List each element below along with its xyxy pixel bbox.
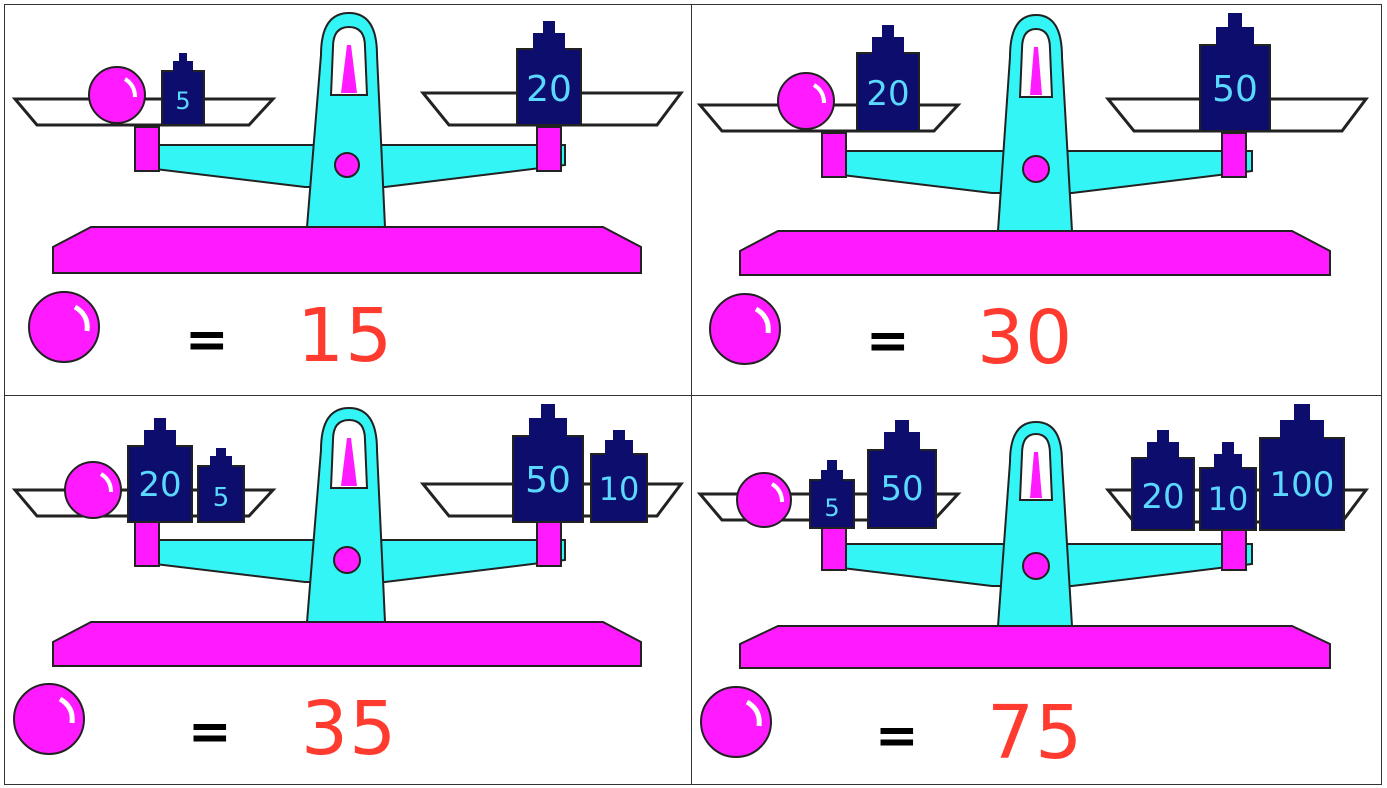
answer-value: 30 (977, 295, 1074, 381)
base (52, 226, 642, 274)
pointer-needle (341, 45, 357, 93)
balance-panel-1: 5 20 = 15 (5, 5, 691, 395)
ball-highlight (123, 77, 137, 98)
right-pan-post (536, 126, 562, 172)
grid-divider-horizontal (4, 395, 1382, 396)
pivot (334, 152, 360, 178)
equation-ball-highlight (58, 696, 75, 724)
answer-value: 15 (297, 293, 394, 379)
base (739, 625, 1331, 669)
weight-label: 50 (1212, 69, 1258, 110)
balance-scale-2: 20 50 (696, 13, 1369, 365)
pivot (1022, 155, 1050, 183)
equals-sign: = (185, 310, 229, 370)
weight-10: 10 (590, 430, 648, 523)
ball (88, 66, 146, 124)
pivot (333, 546, 361, 574)
equals-sign: = (188, 702, 232, 762)
equals-sign: = (866, 311, 910, 371)
pivot (1022, 552, 1050, 580)
left-pan-post (134, 126, 160, 172)
worksheet-grid (4, 4, 1382, 785)
ball (64, 461, 122, 519)
base (52, 621, 642, 667)
weight-label: 5 (175, 87, 190, 115)
weight-label: 10 (1208, 480, 1249, 518)
balance-scale-3: 20 5 50 10 (11, 404, 684, 755)
weight-label: 10 (599, 470, 640, 508)
weight-20: 20 (856, 25, 920, 132)
right-pan-post (536, 521, 562, 567)
weight-50: 50 (1199, 13, 1271, 132)
pointer-needle (341, 438, 357, 486)
weight-label: 5 (824, 494, 839, 522)
weight-20: 20 (127, 418, 193, 523)
left-pan-post (134, 521, 160, 567)
answer-value: 35 (301, 686, 398, 772)
weight-5: 5 (809, 460, 855, 529)
right-pan-post (1221, 525, 1247, 571)
balance-panel-4: 5 50 20 10 100 = 75 (692, 396, 1378, 786)
weight-5: 5 (197, 448, 245, 523)
ball-highlight (812, 83, 826, 104)
weight-label: 50 (880, 469, 923, 509)
weight-label: 50 (525, 460, 571, 501)
equation-ball-highlight (745, 699, 762, 727)
pointer-needle (1030, 452, 1042, 498)
weight-50: 50 (512, 404, 584, 523)
balance-panel-3: 20 5 50 10 = 35 (5, 396, 691, 786)
balance-scale-4: 5 50 20 10 100 (696, 404, 1369, 758)
left-pan-post (821, 525, 847, 571)
base (739, 230, 1331, 276)
balance-scale-1: 5 20 (11, 11, 684, 363)
weight-label: 100 (1270, 465, 1335, 505)
equals-sign: = (875, 706, 919, 766)
ball-highlight (770, 482, 784, 503)
weight-label: 20 (138, 465, 181, 505)
weight-20: 20 (516, 21, 582, 126)
weight-label: 20 (1141, 477, 1184, 517)
weight-label: 20 (866, 74, 909, 114)
pillar (996, 420, 1074, 627)
ball (777, 72, 835, 130)
equation-ball-highlight (73, 304, 90, 332)
weight-label: 20 (526, 69, 572, 110)
pillar (996, 13, 1074, 232)
balance-panel-2: 20 50 = 30 (692, 5, 1378, 395)
weight-5: 5 (161, 53, 205, 126)
equation-ball-highlight (754, 306, 771, 334)
weight-10: 10 (1199, 442, 1257, 531)
answer-value: 75 (987, 690, 1084, 776)
weight-50: 50 (867, 420, 937, 529)
left-pan-post (821, 132, 847, 178)
weight-label: 5 (213, 483, 230, 513)
ball-highlight (99, 472, 113, 493)
weight-100: 100 (1259, 404, 1345, 531)
right-pan-post (1221, 132, 1247, 178)
weight-20: 20 (1131, 430, 1195, 531)
pointer-needle (1030, 47, 1042, 95)
grid-divider-vertical (691, 4, 692, 785)
